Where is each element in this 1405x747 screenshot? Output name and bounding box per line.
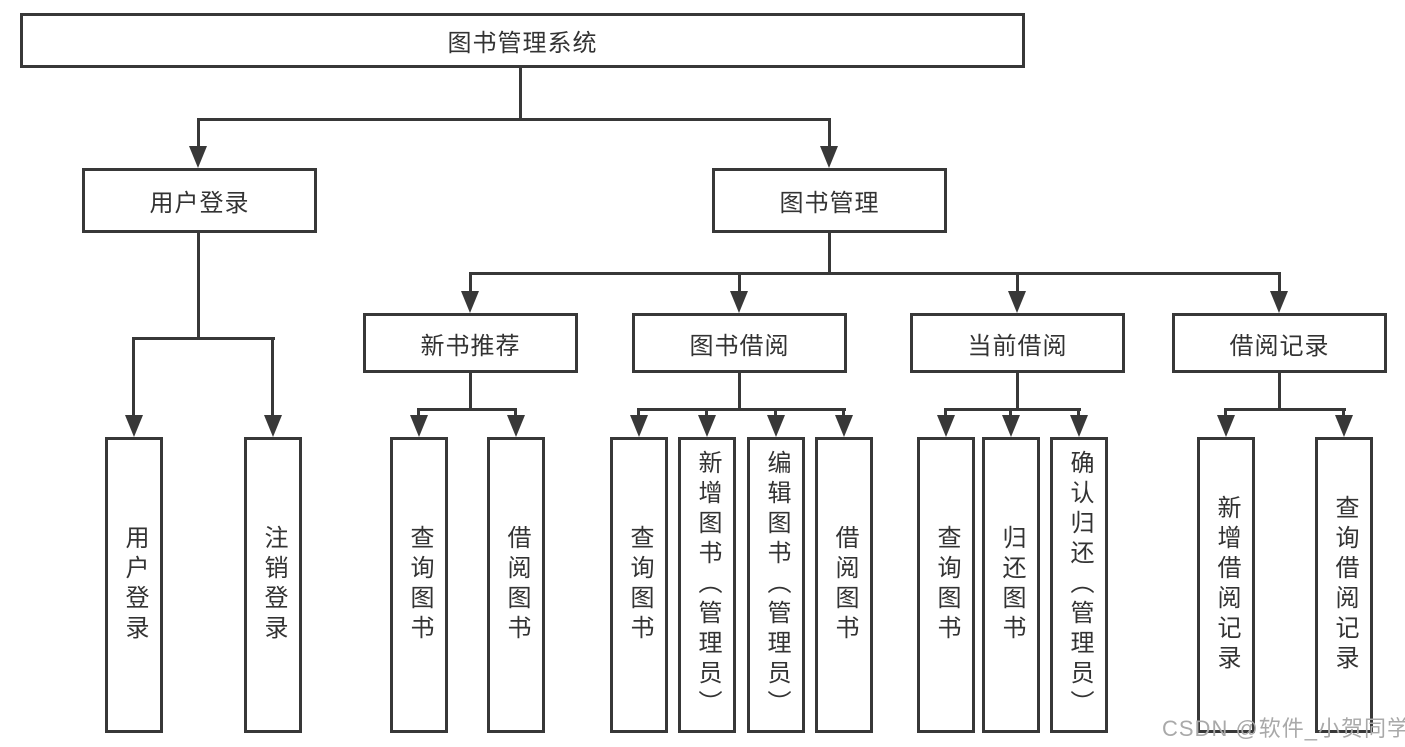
connector-line (944, 408, 947, 418)
leaf-query-borrow-record: 查询借阅记录 (1315, 437, 1373, 733)
connector-line (519, 68, 522, 120)
arrow-down-icon (461, 291, 479, 313)
connector-line (197, 118, 200, 148)
leaf-query-books-recommend: 查询图书 (390, 437, 448, 733)
connector-line (1009, 408, 1012, 418)
connector-line (637, 408, 846, 411)
node-user-login: 用户登录 (82, 168, 317, 233)
connector-line (828, 233, 831, 275)
connector-line (197, 118, 831, 121)
connector-line (1016, 373, 1019, 411)
csdn-watermark: CSDN @软件_小贺同学 (1162, 716, 1405, 741)
node-current-borrowing: 当前借阅 (910, 313, 1125, 373)
node-book-borrowing: 图书借阅 (632, 313, 847, 373)
arrow-down-icon (1217, 415, 1235, 437)
arrow-down-icon (1008, 291, 1026, 313)
leaf-add-books-admin: 新增图书（管理员） (678, 437, 736, 733)
leaf-logout: 注销登录 (244, 437, 302, 733)
arrow-down-icon (698, 415, 716, 437)
connector-line (705, 408, 708, 418)
connector-line (132, 337, 275, 340)
connector-line (774, 408, 777, 418)
connector-line (417, 408, 517, 411)
connector-line (1224, 408, 1227, 418)
arrow-down-icon (937, 415, 955, 437)
node-root: 图书管理系统 (20, 13, 1025, 68)
connector-line (197, 233, 200, 340)
leaf-add-borrow-record: 新增借阅记录 (1197, 437, 1255, 733)
connector-line (469, 272, 472, 292)
arrow-down-icon (264, 415, 282, 437)
connector-line (132, 337, 135, 415)
node-book-management: 图书管理 (712, 168, 947, 233)
connector-line (514, 408, 517, 418)
connector-line (738, 272, 741, 292)
arrow-down-icon (730, 291, 748, 313)
arrow-down-icon (1335, 415, 1353, 437)
arrow-down-icon (630, 415, 648, 437)
connector-line (271, 337, 274, 415)
arrow-down-icon (189, 146, 207, 168)
connector-line (417, 408, 420, 418)
leaf-query-books-borrowing: 查询图书 (610, 437, 668, 733)
leaf-edit-books-admin: 编辑图书（管理员） (747, 437, 805, 733)
connector-line (828, 118, 831, 148)
leaf-confirm-return-admin: 确认归还（管理员） (1050, 437, 1108, 733)
connector-line (1016, 272, 1019, 292)
arrow-down-icon (767, 415, 785, 437)
arrow-down-icon (1002, 415, 1020, 437)
leaf-query-books-current: 查询图书 (917, 437, 975, 733)
arrow-down-icon (1070, 415, 1088, 437)
arrow-down-icon (125, 415, 143, 437)
node-new-book-recommendation: 新书推荐 (363, 313, 578, 373)
connector-line (637, 408, 640, 418)
node-borrowing-records: 借阅记录 (1172, 313, 1387, 373)
arrow-down-icon (820, 146, 838, 168)
arrow-down-icon (835, 415, 853, 437)
connector-line (842, 408, 845, 418)
arrow-down-icon (1270, 291, 1288, 313)
connector-line (1278, 373, 1281, 411)
connector-line (469, 272, 1281, 275)
connector-line (469, 373, 472, 411)
leaf-borrow-books-recommend: 借阅图书 (487, 437, 545, 733)
arrow-down-icon (410, 415, 428, 437)
leaf-user-login: 用户登录 (105, 437, 163, 733)
leaf-borrow-books: 借阅图书 (815, 437, 873, 733)
connector-line (1278, 272, 1281, 292)
connector-line (738, 373, 741, 411)
arrow-down-icon (507, 415, 525, 437)
connector-line (1342, 408, 1345, 418)
connector-line (1077, 408, 1080, 418)
connector-line (944, 408, 1081, 411)
connector-line (1224, 408, 1346, 411)
leaf-return-books: 归还图书 (982, 437, 1040, 733)
